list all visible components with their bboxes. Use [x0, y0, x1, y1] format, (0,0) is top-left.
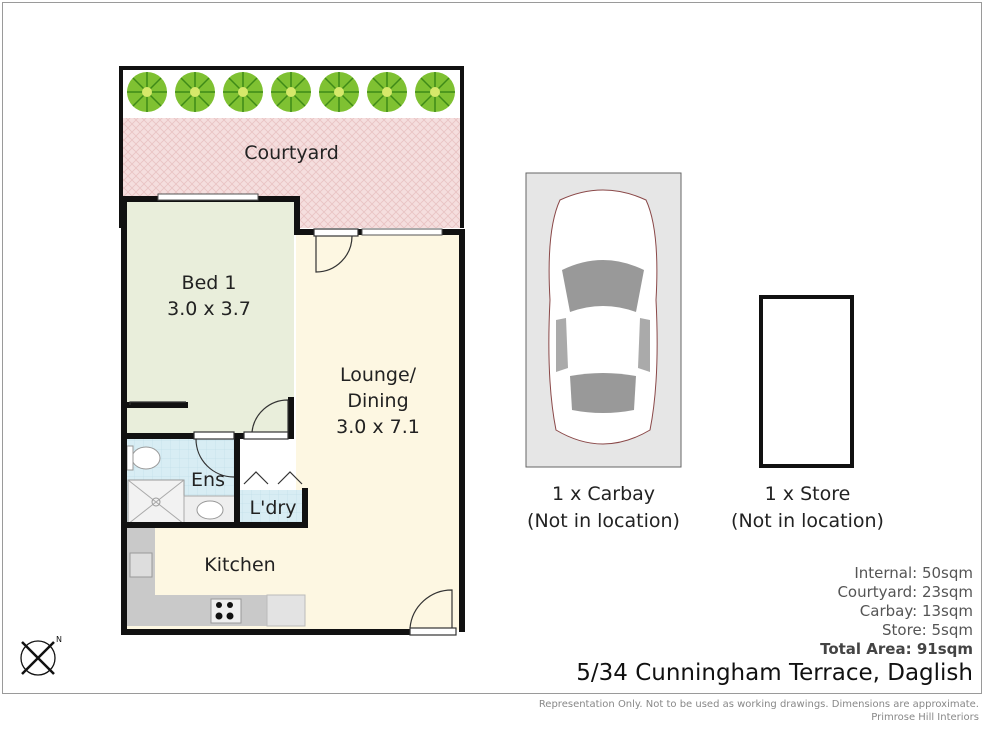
- internal-area: Internal: 50sqm: [854, 564, 973, 582]
- bed1-label: Bed 1: [181, 272, 237, 294]
- laundry-label: L'dry: [249, 497, 297, 519]
- carbay-note: (Not in location): [527, 510, 680, 532]
- store-label: 1 x Store: [764, 483, 851, 505]
- courtyard-area: Courtyard: 23sqm: [837, 583, 973, 601]
- dining-label: Dining: [347, 390, 409, 412]
- carbay-area: Carbay: 13sqm: [859, 602, 973, 620]
- lounge-label: Lounge/: [339, 364, 417, 386]
- lounge-floor: [296, 234, 460, 630]
- disclaimer-text: Representation Only. Not to be used as w…: [538, 699, 979, 710]
- laundry-floor: [238, 490, 304, 525]
- courtyard-label: Courtyard: [244, 142, 339, 164]
- sink-icon: [129, 552, 153, 578]
- toilet-icon: [131, 446, 161, 470]
- carbay-label: 1 x Carbay: [551, 483, 656, 505]
- cooktop-icon: [210, 598, 242, 624]
- kitchen-label: Kitchen: [204, 554, 276, 576]
- lounge-dimensions: 3.0 x 7.1: [336, 416, 420, 438]
- compass-icon: N: [20, 635, 62, 676]
- doors: [129, 228, 457, 636]
- store-note: (Not in location): [731, 510, 884, 532]
- bed1-dimensions: 3.0 x 3.7: [167, 298, 251, 320]
- total-area: Total Area: 91sqm: [820, 640, 973, 658]
- windows: [157, 193, 443, 236]
- ensuite-label: Ens: [191, 469, 225, 491]
- svg-text:N: N: [56, 635, 62, 644]
- address: 5/34 Cunningham Terrace, Daglish: [576, 660, 973, 686]
- disclaimer: Representation Only. Not to be used as w…: [539, 698, 979, 724]
- carbay: [525, 172, 682, 468]
- company-name: Primrose Hill Interiors: [871, 712, 979, 723]
- bed1-floor: [124, 199, 294, 435]
- area-summary: Internal: 50sqm Courtyard: 23sqm Carbay:…: [820, 564, 973, 659]
- store-area: Store: 5sqm: [882, 621, 973, 639]
- store: [759, 295, 854, 468]
- page-border: [2, 2, 982, 694]
